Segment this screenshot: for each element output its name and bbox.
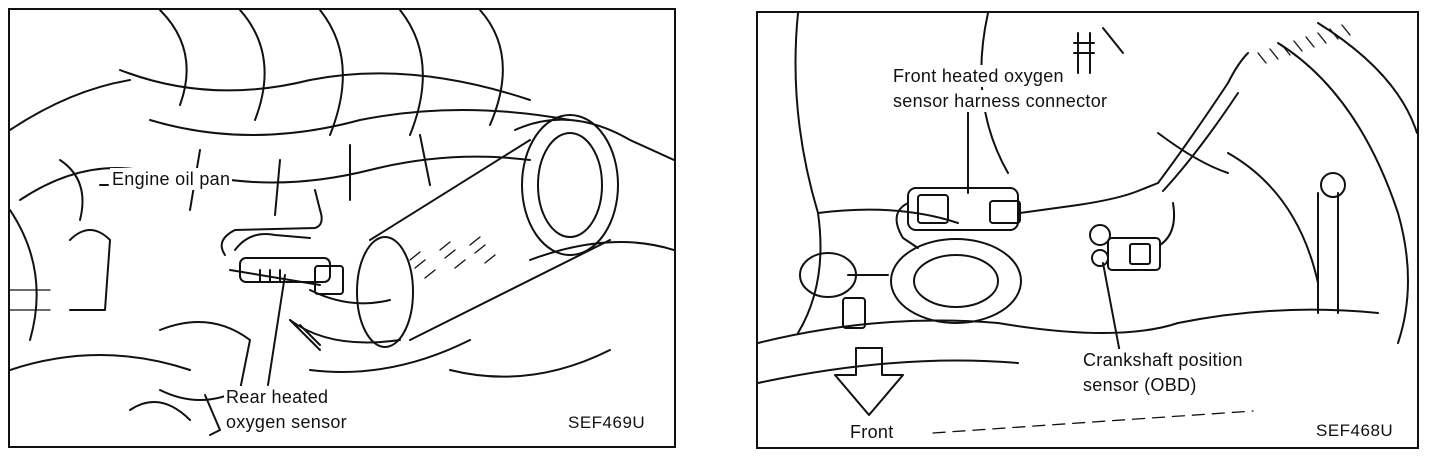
front-direction-arrow-icon (834, 347, 904, 416)
chassis-background (10, 159, 674, 436)
rear-oxygen-sensor-drawing (10, 10, 674, 436)
crankshaft-leader (1102, 262, 1121, 354)
rear-oxygen-sensor-illustration (220, 189, 344, 295)
front-oxygen-connector-illustration (895, 52, 1249, 249)
rear-sensor-leader (267, 274, 286, 386)
front-connector-label-line1: Front heated oxygen (891, 65, 1066, 87)
front-direction-label: Front (848, 421, 896, 443)
engine-oil-pan-label: Engine oil pan (110, 168, 233, 190)
front-edge-dashed-line (932, 410, 1254, 434)
oil-pan-illustration (10, 10, 571, 216)
front-oxygen-connector-figure: Front heated oxygen sensor harness conne… (756, 11, 1419, 449)
front-connector-label-line2: sensor harness connector (891, 90, 1110, 112)
figure-code: SEF468U (1316, 421, 1394, 440)
radiator-cap-illustration (799, 238, 1022, 329)
catalytic-converter-illustration (289, 114, 674, 348)
figure-code: SEF469U (568, 413, 646, 432)
crankshaft-sensor-illustration (1089, 202, 1176, 271)
front-connector-drawing (758, 13, 1417, 434)
rear-sensor-label-line2: oxygen sensor (224, 411, 349, 433)
rear-oxygen-sensor-figure: Engine oil pan Rear heated oxygen sensor… (8, 8, 676, 448)
crankshaft-label-line2: sensor (OBD) (1081, 374, 1199, 396)
rear-sensor-label-line1: Rear heated (224, 386, 331, 408)
engine-background (758, 13, 1417, 384)
crankshaft-label-line1: Crankshaft position (1081, 349, 1245, 371)
